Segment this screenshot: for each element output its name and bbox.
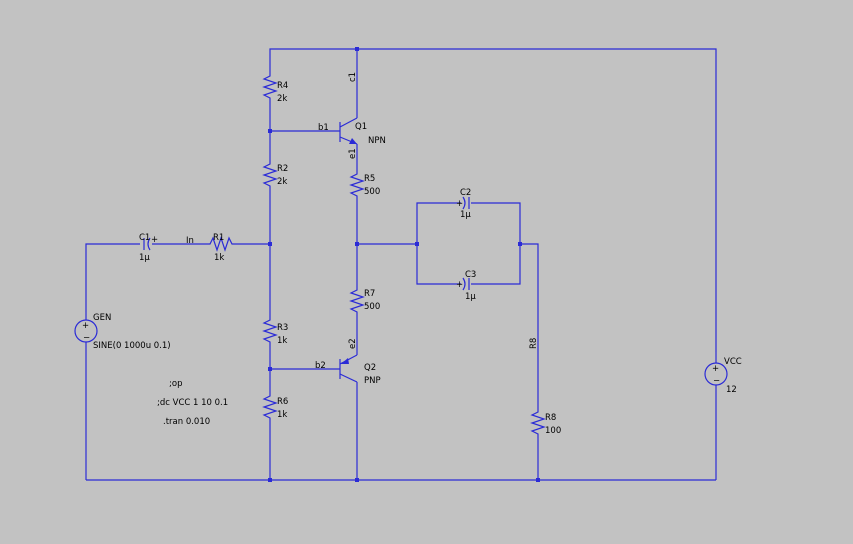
gen-name: GEN bbox=[93, 313, 111, 323]
pnp-arrow-icon bbox=[341, 358, 349, 364]
junction-dot bbox=[518, 242, 522, 246]
resistor-r5[interactable]: R5 500 bbox=[349, 170, 380, 200]
c3-name: C3 bbox=[465, 270, 476, 280]
transistor-q2-pnp[interactable]: Q2 PNP bbox=[339, 354, 381, 386]
vcc-minus-icon: − bbox=[713, 376, 720, 386]
net-label-b1: b1 bbox=[318, 123, 329, 133]
net-label-b2: b2 bbox=[315, 361, 326, 371]
junction-dot bbox=[355, 478, 359, 482]
c1-name: C1 bbox=[139, 233, 150, 243]
net-labels: In b1 b2 c1 e1 e2 R8 bbox=[186, 72, 539, 371]
c1-value: 1µ bbox=[139, 253, 150, 263]
vcc-value: 12 bbox=[726, 385, 737, 395]
c1-polarity: + bbox=[151, 235, 158, 245]
junctions bbox=[268, 47, 540, 482]
r1-value: 1k bbox=[214, 253, 224, 263]
r3-value: 1k bbox=[277, 336, 287, 346]
c2-value: 1µ bbox=[460, 210, 471, 220]
r8-value: 100 bbox=[545, 426, 561, 436]
r6-value: 1k bbox=[277, 410, 287, 420]
wires bbox=[85, 48, 717, 481]
wire-c3-left[interactable] bbox=[416, 244, 461, 285]
directive-dc[interactable]: ;dc VCC 1 10 0.1 bbox=[157, 398, 228, 408]
resistor-r1[interactable]: R1 1k bbox=[206, 233, 234, 263]
net-label-e1: e1 bbox=[348, 148, 358, 159]
c3-polarity: + bbox=[456, 280, 463, 290]
r5-value: 500 bbox=[364, 187, 380, 197]
resistor-r3[interactable]: R3 1k bbox=[262, 316, 288, 346]
junction-dot bbox=[268, 129, 272, 133]
net-label-e2: e2 bbox=[348, 338, 358, 349]
r4-value: 2k bbox=[277, 94, 287, 104]
gen-value: SINE(0 1000u 0.1) bbox=[93, 341, 171, 351]
vcc-plus-icon: + bbox=[712, 364, 719, 374]
resistor-r7[interactable]: R7 500 bbox=[349, 286, 380, 314]
junction-dot bbox=[536, 478, 540, 482]
wire-c3-right[interactable] bbox=[471, 244, 521, 285]
wire-gen-top[interactable] bbox=[85, 243, 140, 312]
r7-name: R7 bbox=[364, 289, 375, 299]
r5-name: R5 bbox=[364, 174, 375, 184]
directive-op[interactable]: ;op bbox=[169, 379, 182, 389]
r3-name: R3 bbox=[277, 323, 288, 333]
junction-dot bbox=[355, 242, 359, 246]
capacitor-c1[interactable]: + C1 1µ bbox=[139, 233, 158, 263]
resistor-r2[interactable]: R2 2k bbox=[262, 160, 288, 188]
net-label-in: In bbox=[186, 236, 194, 246]
npn-arrow-icon bbox=[349, 138, 357, 144]
r8-name: R8 bbox=[545, 413, 556, 423]
r1-name: R1 bbox=[213, 233, 224, 243]
c2-name: C2 bbox=[460, 188, 471, 198]
q1-type: NPN bbox=[368, 136, 386, 146]
c3-value: 1µ bbox=[465, 292, 476, 302]
r4-name: R4 bbox=[277, 81, 288, 91]
resistor-r4[interactable]: R4 2k bbox=[262, 62, 288, 104]
voltage-source-vcc[interactable]: + − VCC 12 bbox=[704, 352, 742, 396]
vcc-name: VCC bbox=[724, 357, 742, 367]
r7-value: 500 bbox=[364, 302, 380, 312]
junction-dot bbox=[415, 242, 419, 246]
r2-value: 2k bbox=[277, 177, 287, 187]
gen-minus-icon: − bbox=[83, 333, 90, 343]
q2-type: PNP bbox=[364, 376, 381, 386]
wire-c2-right[interactable] bbox=[471, 202, 521, 244]
r2-name: R2 bbox=[277, 164, 288, 174]
voltage-source-gen[interactable]: + − GEN SINE(0 1000u 0.1) bbox=[74, 312, 171, 352]
resistor-r6[interactable]: R6 1k bbox=[262, 392, 288, 422]
junction-dot bbox=[268, 478, 272, 482]
q1-name: Q1 bbox=[355, 122, 367, 132]
resistor-r8[interactable]: R8 100 bbox=[530, 408, 561, 438]
junction-dot bbox=[268, 367, 272, 371]
net-label-c1: c1 bbox=[348, 72, 358, 82]
junction-dot bbox=[355, 47, 359, 51]
spice-directives[interactable]: ;op ;dc VCC 1 10 0.1 .tran 0.010 bbox=[157, 379, 228, 427]
directive-tran[interactable]: .tran 0.010 bbox=[163, 417, 210, 427]
capacitor-c2[interactable]: + C2 1µ bbox=[456, 188, 471, 220]
capacitor-c3[interactable]: + C3 1µ bbox=[456, 270, 476, 302]
junction-dot bbox=[268, 242, 272, 246]
c2-polarity: + bbox=[456, 199, 463, 209]
r6-name: R6 bbox=[277, 397, 288, 407]
transistor-q1-npn[interactable]: Q1 NPN bbox=[339, 117, 386, 146]
wire-r8-top[interactable] bbox=[520, 243, 539, 408]
net-label-r8-top: R8 bbox=[529, 338, 539, 349]
gen-plus-icon: + bbox=[82, 321, 89, 331]
wire-top-rail[interactable] bbox=[269, 48, 717, 352]
wire-c2-left[interactable] bbox=[416, 202, 461, 244]
q2-name: Q2 bbox=[364, 363, 376, 373]
